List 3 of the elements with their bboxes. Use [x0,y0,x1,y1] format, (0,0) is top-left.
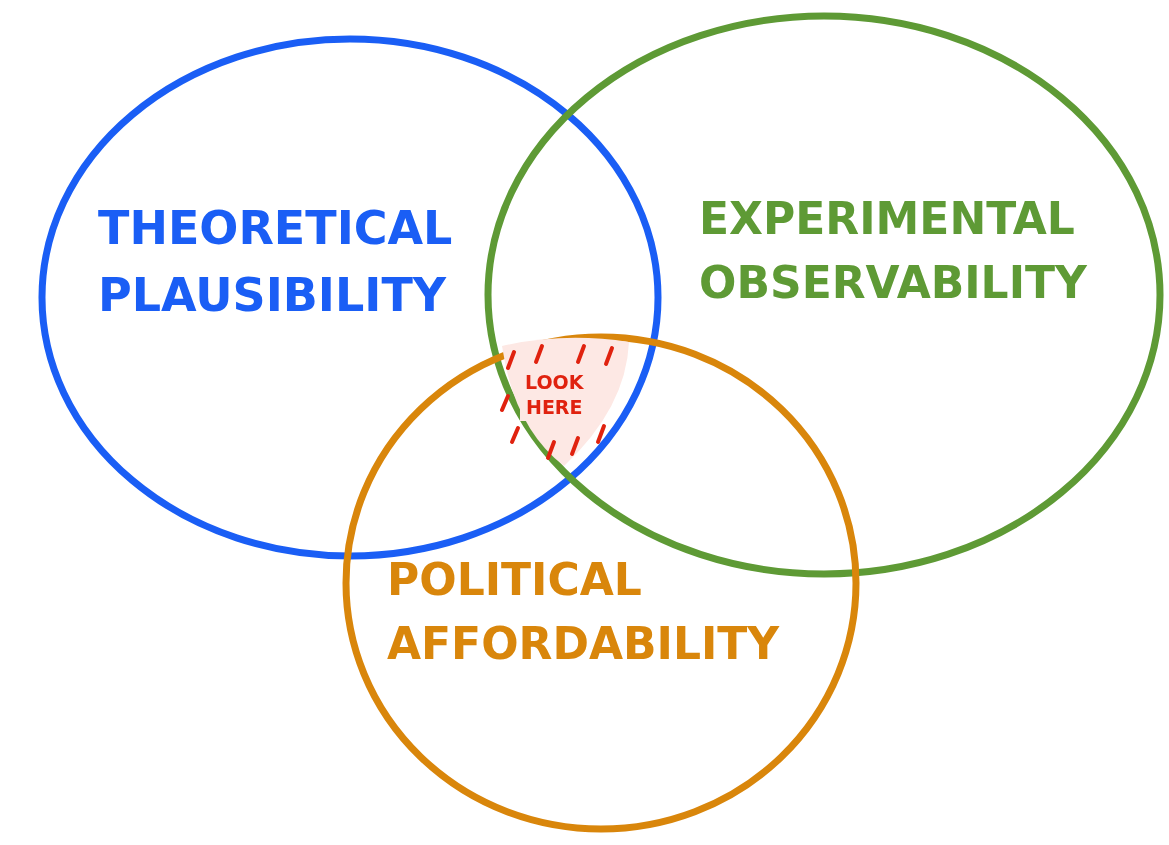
set-label: THEORETICAL PLAUSIBILITY [98,200,453,324]
set-label: EXPERIMENTAL OBSERVABILITY [699,192,1087,310]
set-label: POLITICAL AFFORDABILITY [387,553,780,671]
